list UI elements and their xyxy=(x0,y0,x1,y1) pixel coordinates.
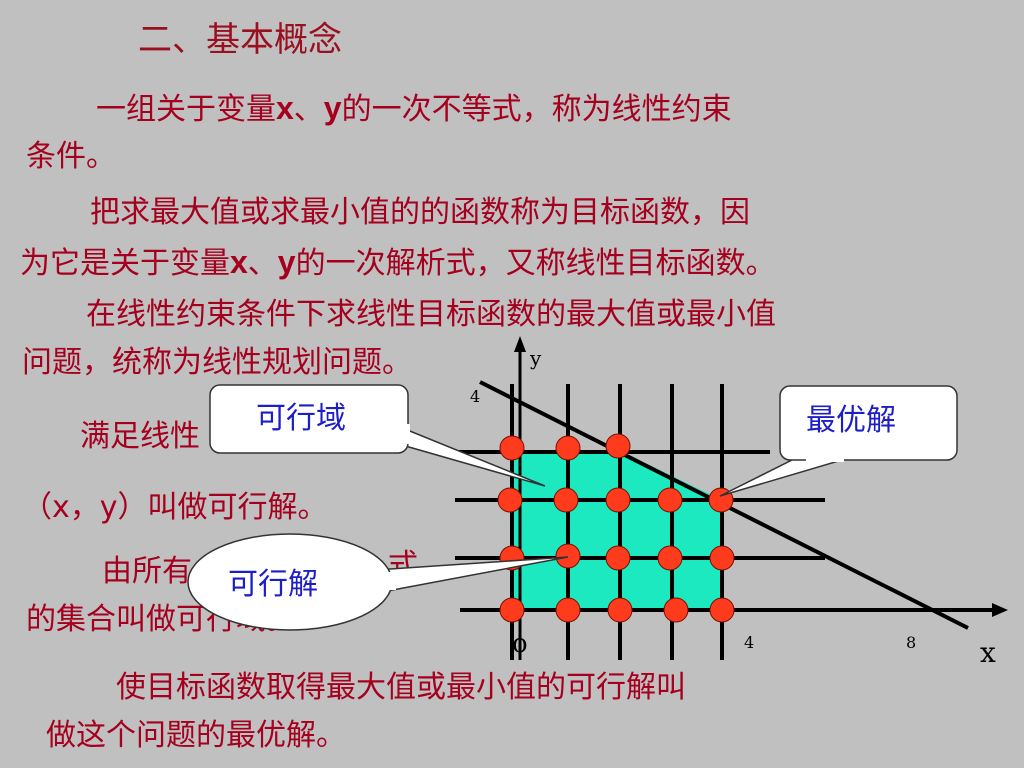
point xyxy=(657,487,683,513)
paragraph-constraint-line1: 一组关于变量x、y的一次不等式，称为线性约束 xyxy=(96,90,732,127)
paragraph-feasible-region-line1: 由所有 xyxy=(102,554,192,589)
y-tick-4: 4 xyxy=(470,387,480,406)
y-axis-arrow xyxy=(514,336,526,352)
point xyxy=(499,597,525,623)
origin-label: o xyxy=(512,629,528,659)
paragraph-objective-line1: 把求最大值或求最小值的的函数称为目标函数，因 xyxy=(90,195,750,230)
point xyxy=(709,597,735,623)
point xyxy=(709,545,735,571)
callout-optimal-solution-box xyxy=(779,385,958,461)
callout-feasible-region-seam xyxy=(400,424,410,444)
paragraph-optimal-line1: 使目标函数取得最大值或最小值的可行解叫 xyxy=(116,670,686,705)
point xyxy=(555,597,581,623)
point xyxy=(497,487,523,513)
paragraph-feasible-solution-line1: 满足线性 xyxy=(80,419,200,454)
callout-optimal-solution: 最优解 xyxy=(719,385,958,497)
callout-feasible-region-text: 可行域 xyxy=(256,401,346,436)
feasible-region xyxy=(512,452,722,610)
point xyxy=(553,487,579,513)
paragraph-feasible-solution-line2: （x，y）叫做可行解。 xyxy=(22,490,328,525)
x-axis-arrow xyxy=(992,603,1008,617)
point xyxy=(555,543,581,569)
point xyxy=(607,597,633,623)
paragraph-lp-line2: 问题，统称为线性规划问题。 xyxy=(22,345,412,380)
paragraph-objective-line2: 为它是关于变量x、y的一次解析式，又称线性目标函数。 xyxy=(20,244,776,281)
x-tick-4: 4 xyxy=(744,633,754,652)
callout-optimal-solution-seam xyxy=(806,452,844,462)
point xyxy=(555,435,581,461)
point xyxy=(663,597,689,623)
callout-feasible-region: 可行域 xyxy=(209,384,546,487)
point xyxy=(605,545,631,571)
callout-feasible-solution-seam xyxy=(378,572,396,590)
y-axis-label: y xyxy=(529,346,542,370)
point xyxy=(499,435,525,461)
callout-optimal-solution-text: 最优解 xyxy=(806,403,896,438)
x-axis-label: x xyxy=(980,636,996,669)
paragraph-lp-line1: 在线性约束条件下求线性目标函数的最大值或最小值 xyxy=(86,297,776,332)
page-title: 二、基本概念 xyxy=(138,20,342,60)
paragraph-optimal-line2: 做这个问题的最优解。 xyxy=(46,718,346,753)
point xyxy=(605,433,631,459)
callout-feasible-region-box xyxy=(209,384,409,454)
feasible-points xyxy=(497,433,735,623)
x-tick-8: 8 xyxy=(906,633,916,652)
point xyxy=(657,545,683,571)
paragraph-constraint-line2: 条件。 xyxy=(26,139,116,174)
point xyxy=(605,487,631,513)
callout-feasible-solution: 可行解 xyxy=(187,533,569,631)
callout-feasible-solution-text: 可行解 xyxy=(228,567,318,602)
